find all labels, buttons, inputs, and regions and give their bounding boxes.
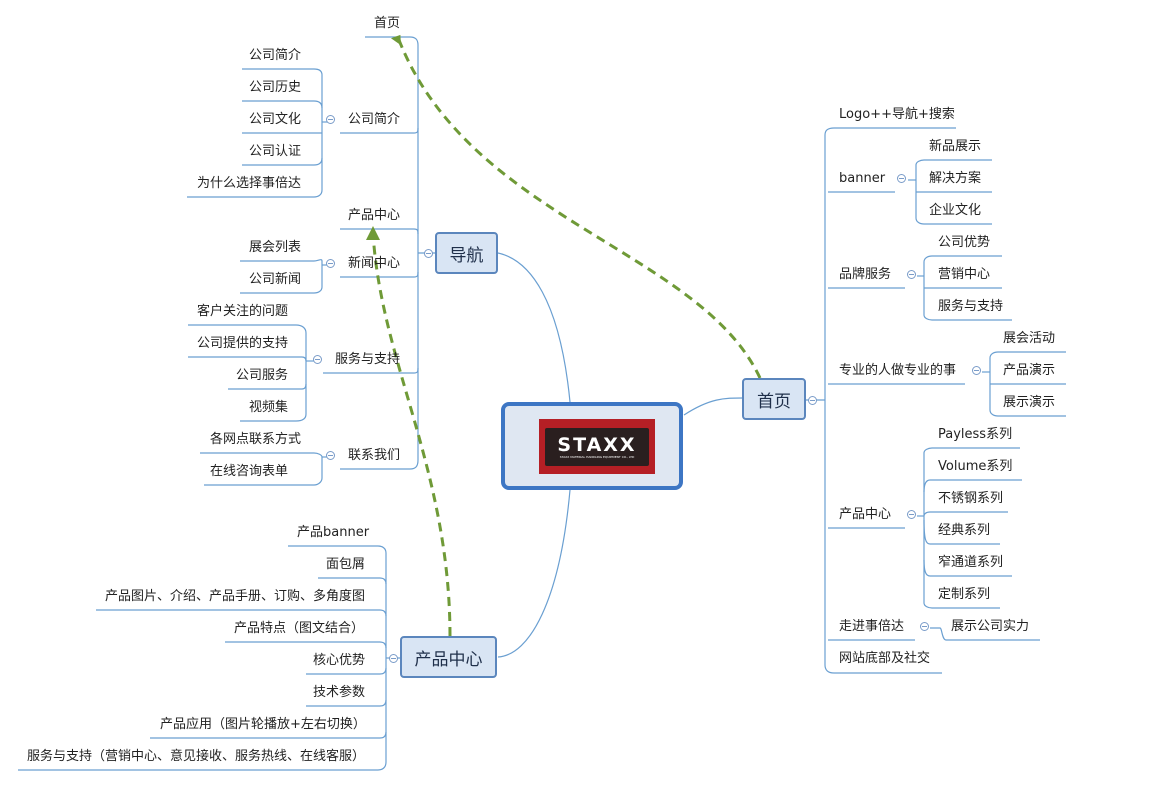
staxx-logo-badge: STAXX STAXX MATERIAL HANDLING EQUIPMENT … (545, 427, 649, 466)
relationship-home-to-nav-home (397, 39, 762, 379)
product-branch-item[interactable]: 产品应用（图片轮播放+左右切换） (160, 717, 366, 732)
collapse-toggle-walk-in[interactable] (920, 622, 929, 631)
nav-home-label[interactable]: 首页 (374, 16, 401, 31)
product-branch-item[interactable]: 核心优势 (313, 653, 366, 668)
product-branch-item[interactable]: 服务与支持（营销中心、意见接收、服务热线、在线客服） (27, 749, 366, 764)
service-child[interactable]: 客户关注的问题 (197, 304, 289, 319)
banner-child[interactable]: 企业文化 (929, 203, 982, 218)
professional-child[interactable]: 展会活动 (1003, 331, 1056, 346)
logo-subtext: STAXX MATERIAL HANDLING EQUIPMENT CO., L… (559, 454, 635, 459)
news-child[interactable]: 公司新闻 (249, 272, 302, 287)
company-intro-child[interactable]: 为什么选择事倍达 (197, 176, 302, 191)
topic-product-center[interactable]: 产品中心 (400, 636, 497, 678)
collapse-toggle-news-center[interactable] (326, 259, 335, 268)
home-logo-nav-search-label[interactable]: Logo++导航+搜索 (839, 107, 955, 122)
service-child[interactable]: 公司提供的支持 (197, 336, 289, 351)
company-intro-child[interactable]: 公司简介 (249, 48, 302, 63)
product-series-item[interactable]: Payless系列 (938, 427, 1013, 442)
product-series-item[interactable]: 经典系列 (938, 523, 991, 538)
product-series-item[interactable]: 不锈钢系列 (938, 491, 1004, 506)
central-topic[interactable]: STAXX STAXX MATERIAL HANDLING EQUIPMENT … (501, 402, 683, 490)
collapse-toggle-banner[interactable] (897, 174, 906, 183)
collapse-toggle-home[interactable] (808, 396, 817, 405)
product-series-item[interactable]: 窄通道系列 (938, 555, 1004, 570)
professional-child[interactable]: 产品演示 (1003, 363, 1056, 378)
home-footer-label[interactable]: 网站底部及社交 (839, 651, 931, 666)
staxx-logo: STAXX STAXX MATERIAL HANDLING EQUIPMENT … (539, 419, 655, 474)
banner-child[interactable]: 解决方案 (929, 171, 982, 186)
topic-home[interactable]: 首页 (742, 378, 806, 420)
product-branch-item[interactable]: 面包屑 (326, 557, 366, 572)
product-branch-item[interactable]: 产品图片、介绍、产品手册、订购、多角度图 (105, 589, 366, 604)
service-child[interactable]: 公司服务 (236, 368, 289, 383)
home-banner-label[interactable]: banner (839, 171, 886, 186)
collapse-toggle-contact-us[interactable] (326, 451, 335, 460)
collapse-toggle-professional[interactable] (972, 366, 981, 375)
banner-child[interactable]: 新品展示 (929, 139, 982, 154)
brand-child[interactable]: 公司优势 (938, 235, 991, 250)
service-child[interactable]: 视频集 (249, 400, 289, 415)
company-intro-child[interactable]: 公司历史 (249, 80, 302, 95)
product-series-item[interactable]: 定制系列 (938, 587, 991, 602)
home-product-center-label[interactable]: 产品中心 (839, 507, 892, 522)
collapse-toggle-nav[interactable] (424, 249, 433, 258)
nav-company-intro-label[interactable]: 公司简介 (348, 112, 401, 127)
collapse-toggle-brand-service[interactable] (907, 270, 916, 279)
professional-child[interactable]: 展示演示 (1003, 395, 1056, 410)
nav-contact-us-label[interactable]: 联系我们 (348, 448, 401, 463)
logo-text: STAXX (557, 433, 637, 456)
product-series-item[interactable]: Volume系列 (938, 459, 1013, 474)
walk-in-child[interactable]: 展示公司实力 (951, 619, 1030, 634)
collapse-toggle-product-center[interactable] (389, 654, 398, 663)
home-brand-service-label[interactable]: 品牌服务 (839, 267, 892, 282)
collapse-toggle-service-support[interactable] (313, 355, 322, 364)
company-intro-child[interactable]: 公司文化 (249, 112, 302, 127)
product-branch-item[interactable]: 技术参数 (313, 685, 366, 700)
product-branch-item[interactable]: 产品banner (297, 525, 370, 540)
brand-child[interactable]: 营销中心 (938, 267, 991, 282)
product-branch-item[interactable]: 产品特点（图文结合） (234, 621, 365, 636)
nav-service-support-label[interactable]: 服务与支持 (335, 352, 401, 367)
home-walk-in-label[interactable]: 走进事倍达 (839, 619, 905, 634)
nav-product-center-label[interactable]: 产品中心 (348, 208, 401, 223)
collapse-toggle-company-intro[interactable] (326, 115, 335, 124)
home-professional-label[interactable]: 专业的人做专业的事 (839, 363, 957, 378)
collapse-toggle-product-center-home[interactable] (907, 510, 916, 519)
brand-child[interactable]: 服务与支持 (938, 299, 1004, 314)
contact-child[interactable]: 各网点联系方式 (210, 432, 302, 447)
contact-child[interactable]: 在线咨询表单 (210, 464, 289, 479)
nav-news-center-label[interactable]: 新闻中心 (348, 256, 401, 271)
company-intro-child[interactable]: 公司认证 (249, 144, 302, 159)
relationship-product-to-nav-product (371, 231, 452, 637)
topic-nav[interactable]: 导航 (435, 232, 498, 274)
news-child[interactable]: 展会列表 (249, 240, 302, 255)
